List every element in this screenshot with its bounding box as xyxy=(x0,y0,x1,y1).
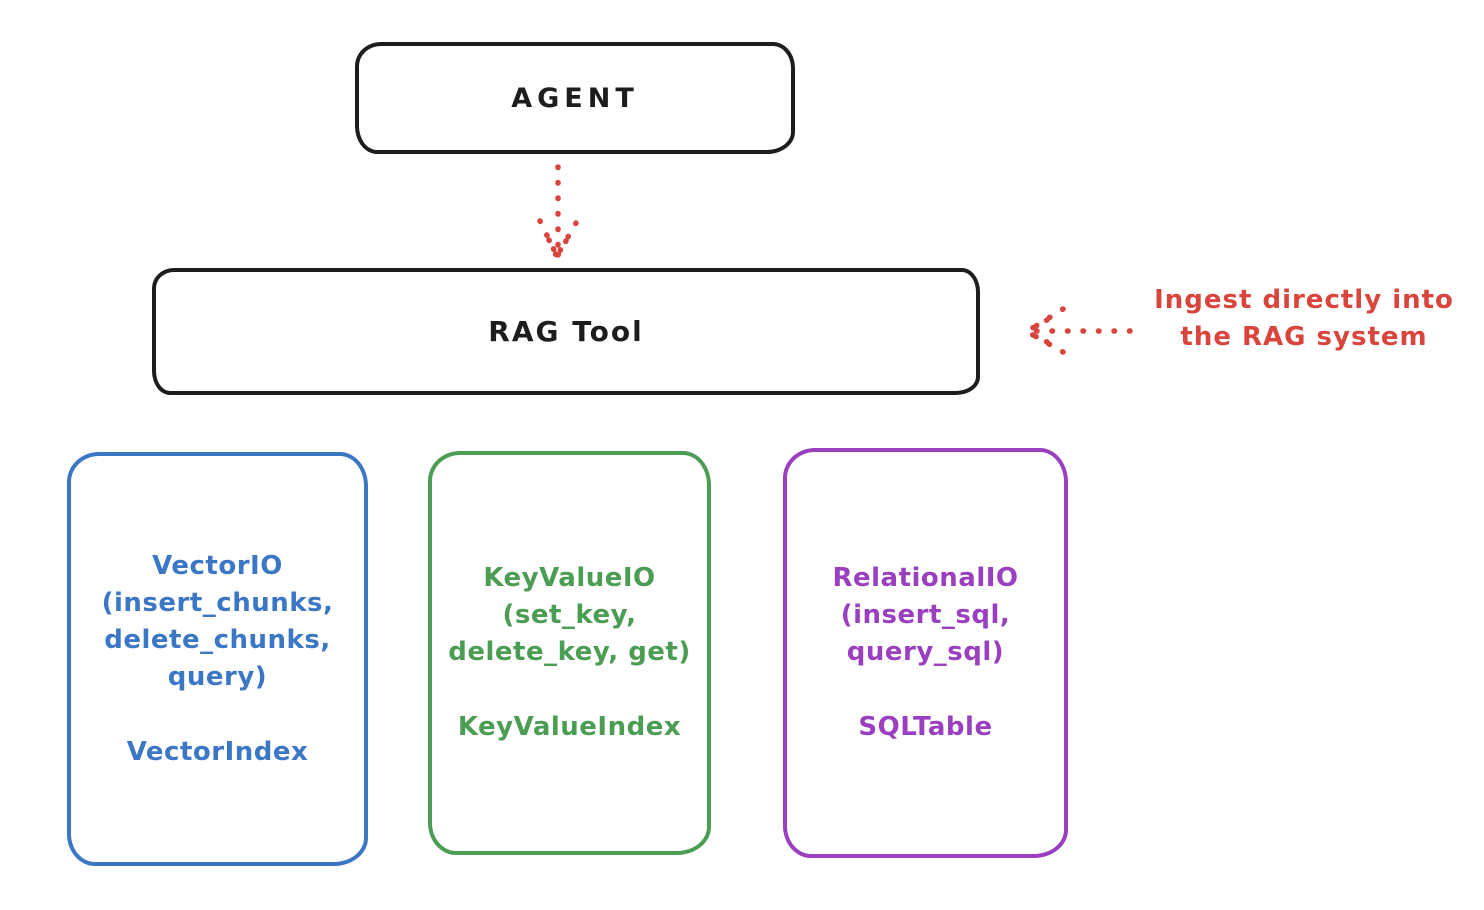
agent-label: AGENT xyxy=(511,82,639,114)
vector-io-box: VectorIO (insert_chunks, delete_chunks, … xyxy=(67,452,368,866)
rag-tool-label: RAG Tool xyxy=(488,315,644,348)
vector-index-label: VectorIndex xyxy=(126,736,309,767)
sql-table-label: SQLTable xyxy=(858,712,993,742)
rag-tool-box: RAG Tool xyxy=(152,268,980,395)
ingest-annotation: Ingest directly into the RAG system xyxy=(1154,285,1454,352)
agent-to-rag-dotted-arrow-icon xyxy=(537,164,579,260)
relational-io-methods: RelationalIO (insert_sql, query_sql) xyxy=(832,563,1019,667)
relational-io-box: RelationalIO (insert_sql, query_sql) SQL… xyxy=(783,448,1068,858)
keyvalue-io-methods: KeyValueIO (set_key, delete_key, get) xyxy=(448,563,691,667)
keyvalue-index-label: KeyValueIndex xyxy=(457,712,682,742)
ingest-dotted-arrow-icon xyxy=(1024,306,1133,355)
vector-io-methods: VectorIO (insert_chunks, delete_chunks, … xyxy=(101,550,334,692)
agent-box: AGENT xyxy=(355,42,795,154)
keyvalue-io-box: KeyValueIO (set_key, delete_key, get) Ke… xyxy=(428,451,711,855)
